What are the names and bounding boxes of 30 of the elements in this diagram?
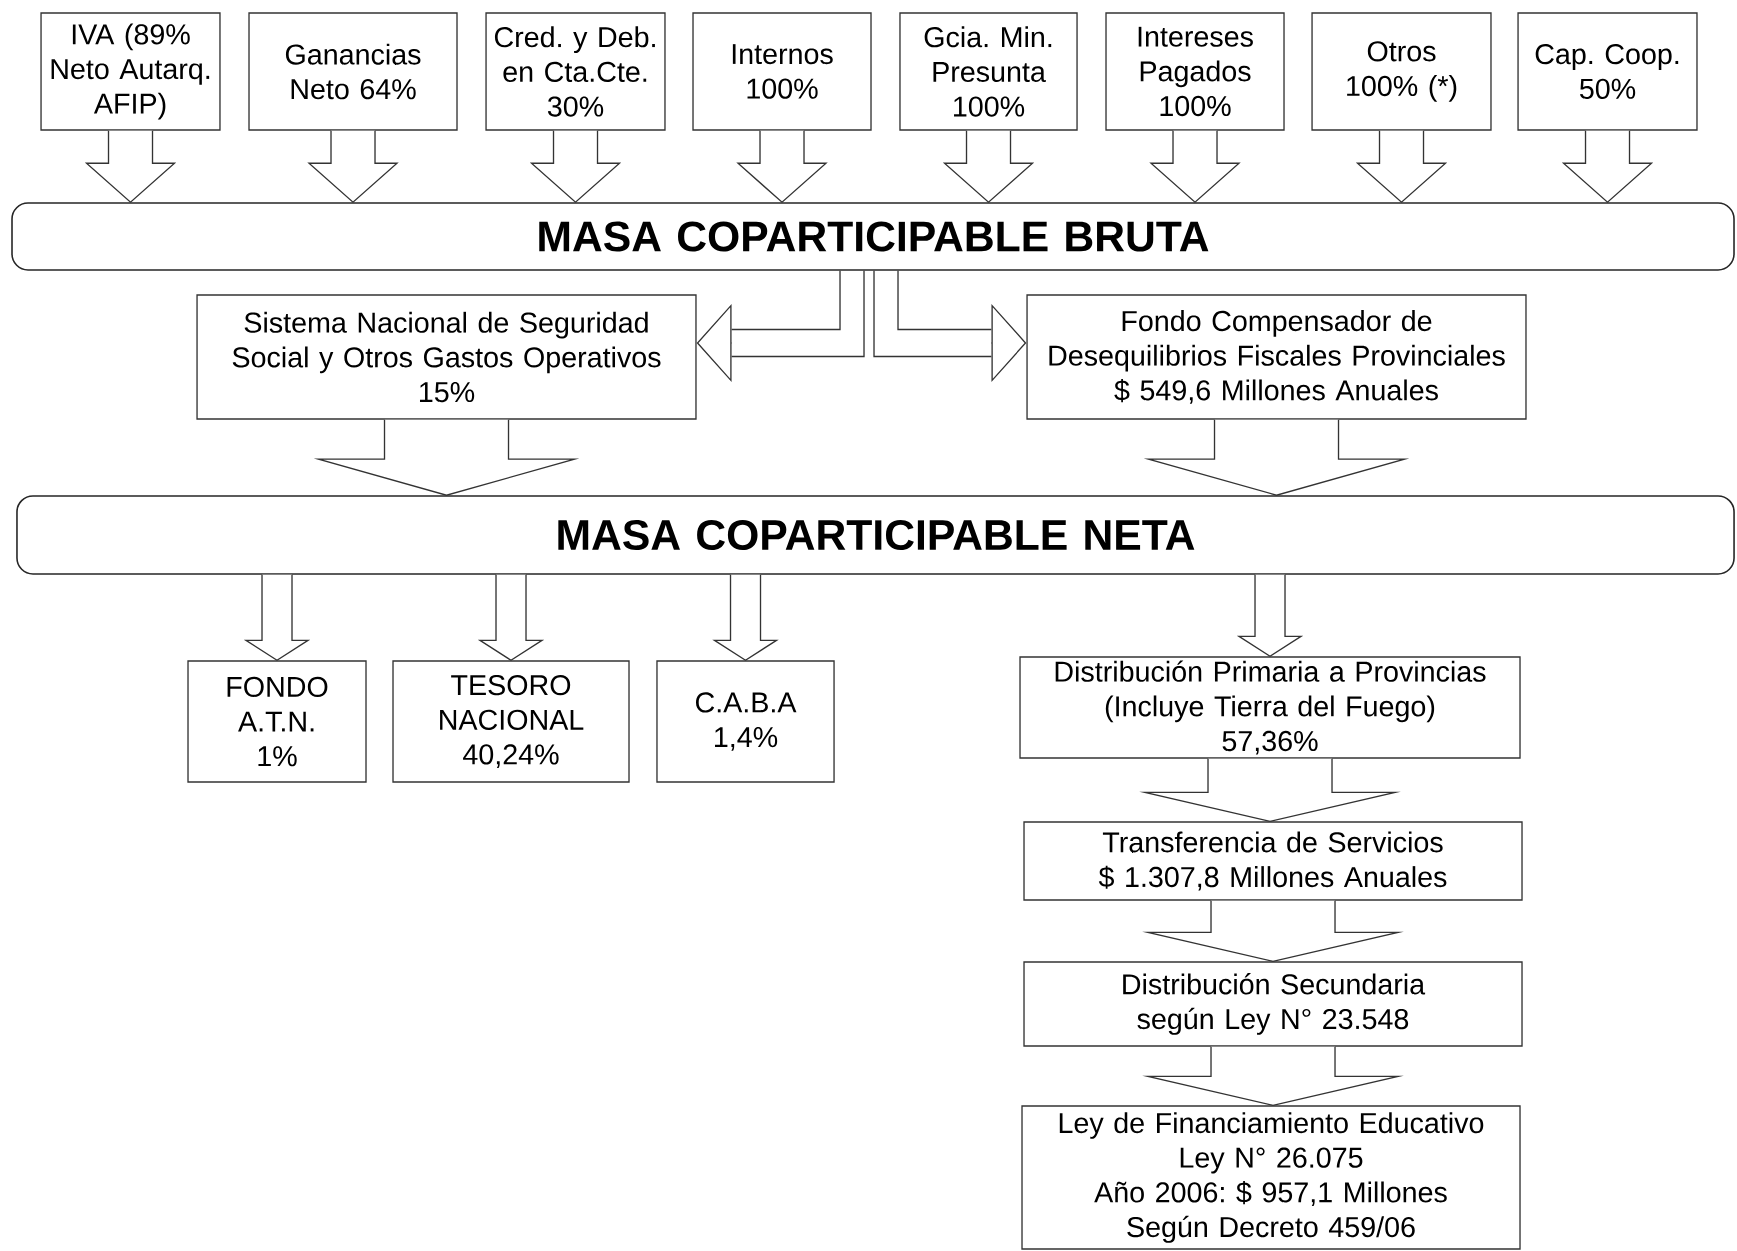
allocation-box: TESORO NACIONAL 40,24% — [392, 660, 630, 783]
tax-box: Cap. Coop. 50% — [1517, 12, 1698, 131]
hollow-arrow — [1236, 574, 1304, 658]
tax-box: Internos 100% — [692, 12, 872, 131]
total-band: MASA COPARTICIPABLE NETA — [16, 495, 1735, 575]
hollow-arrow — [84, 130, 177, 204]
tax-box: Intereses Pagados 100% — [1105, 12, 1285, 131]
allocation-box: Ley de Financiamiento Educativo Ley N° 26.075 Año 2006: $ 957,1 Millones Según Decreto 459/06 — [1021, 1105, 1521, 1250]
hollow-arrow — [243, 574, 311, 662]
hollow-arrow — [712, 574, 779, 662]
hollow-arrow — [942, 130, 1035, 204]
hollow-arrow — [529, 130, 622, 204]
tax-box: IVA (89% Neto Autarq. AFIP) — [40, 12, 221, 131]
total-band: MASA COPARTICIPABLE BRUTA — [11, 202, 1735, 271]
allocation-box: C.A.B.A 1,4% — [656, 660, 835, 783]
tax-box: Cred. y Deb. en Cta.Cte. 30% — [485, 12, 666, 131]
hollow-arrow — [1355, 130, 1448, 204]
allocation-box: Distribución Primaria a Provincias (Incluye Tierra del Fuego) 57,36% — [1019, 656, 1521, 759]
hollow-arrow — [736, 130, 828, 204]
tax-box: Otros 100% (*) — [1311, 12, 1492, 131]
tax-box: Gcia. Min. Presunta 100% — [899, 12, 1078, 131]
allocation-box: Transferencia de Servicios $ 1.307,8 Millones Anuales — [1023, 821, 1523, 901]
hollow-arrow — [1149, 130, 1241, 204]
hollow-arrow — [477, 574, 545, 662]
hollow-arrow — [307, 130, 399, 204]
hollow-arrow — [1561, 130, 1654, 204]
hollow-arrow — [696, 270, 865, 383]
allocation-box: FONDO A.T.N. 1% — [187, 660, 367, 783]
allocation-box: Distribución Secundaria según Ley N° 23.548 — [1023, 961, 1523, 1047]
tax-box: Ganancias Neto 64% — [248, 12, 458, 131]
